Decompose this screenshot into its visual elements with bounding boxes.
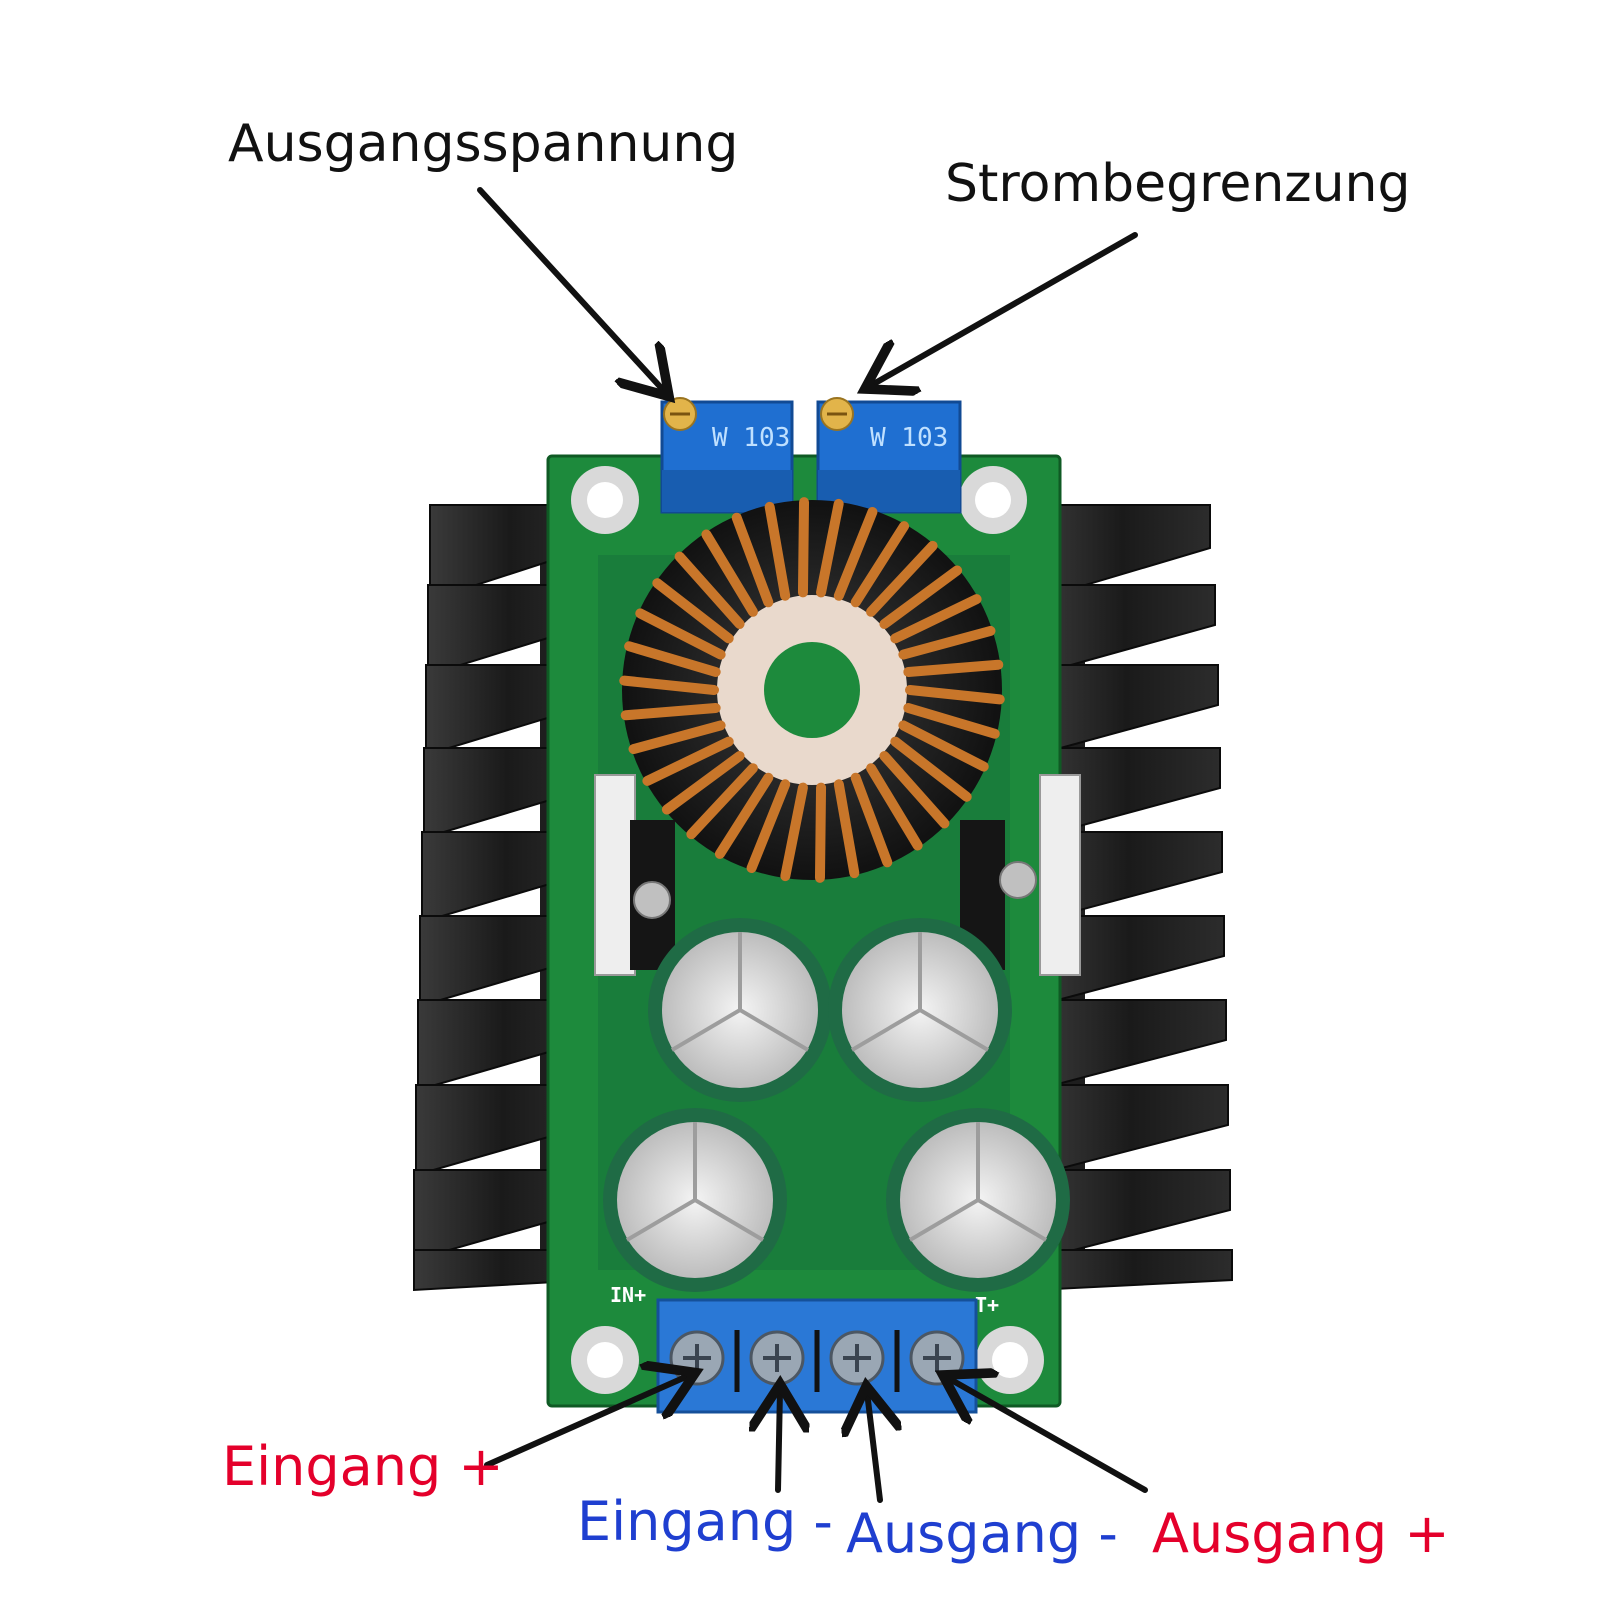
coil-winding — [674, 551, 745, 629]
potentiometer-current: W 103 — [816, 397, 962, 514]
silkscreen-out-plus: T+ — [975, 1293, 999, 1317]
coil-winding — [619, 675, 719, 695]
potentiometer-voltage: W 103 — [660, 397, 794, 514]
terminal-screw — [829, 1330, 885, 1386]
arrow-to-input-plus — [484, 1375, 690, 1468]
coil-winding — [866, 763, 923, 851]
capacitor — [648, 918, 832, 1102]
coil-winding — [890, 594, 982, 644]
coil-winding — [833, 779, 860, 879]
label-output-minus: Ausgang - — [846, 1502, 1118, 1565]
right-transistor — [960, 774, 1081, 976]
arrow-to-output-minus — [867, 1392, 880, 1503]
coil-winding — [624, 641, 721, 677]
coil-winding — [701, 529, 758, 617]
coil-winding — [635, 608, 726, 660]
coil-winding — [797, 497, 810, 598]
arrow-to-current-pot — [870, 232, 1138, 386]
capacitor — [603, 1108, 787, 1292]
coil-winding — [814, 782, 827, 883]
toroid-inductor — [619, 497, 1005, 883]
label-output-voltage: Ausgangsspannung — [228, 114, 739, 174]
label-input-plus: Eingang + — [222, 1435, 504, 1498]
coil-winding — [903, 703, 1000, 739]
arrow-to-voltage-pot — [477, 187, 665, 392]
coil-winding — [905, 685, 1005, 705]
label-output-plus: Ausgang + — [1152, 1502, 1450, 1565]
coil-winding — [898, 625, 996, 660]
coil-winding — [628, 720, 726, 755]
coil-winding — [731, 512, 774, 608]
pot-marking: W 103 — [870, 423, 948, 453]
coil-winding — [714, 772, 774, 859]
coil-winding — [890, 736, 972, 802]
arrow-to-input-minus — [778, 1390, 780, 1493]
coil-winding — [903, 659, 1004, 677]
screw-terminal-block — [656, 1298, 978, 1414]
silkscreen-in-plus: IN+ — [610, 1283, 646, 1307]
mounting-hole — [976, 1326, 1044, 1394]
mounting-hole — [571, 1326, 639, 1394]
coil-winding — [879, 565, 963, 629]
coil-winding — [661, 751, 745, 815]
coil-winding — [620, 703, 721, 721]
coil-winding — [764, 501, 791, 601]
coil-winding — [833, 506, 878, 601]
capacitor — [886, 1108, 1070, 1292]
label-input-minus: Eingang - — [577, 1490, 833, 1553]
pot-marking: W 103 — [712, 423, 790, 453]
coil-winding — [686, 763, 758, 840]
terminal-screw — [669, 1330, 725, 1386]
coil-winding — [866, 540, 938, 617]
capacitor — [828, 918, 1012, 1102]
coil-winding — [898, 720, 989, 772]
left-heatsink — [413, 504, 595, 1292]
label-current-limit: Strombegrenzung — [945, 154, 1411, 214]
coil-winding — [652, 578, 734, 644]
coil-winding — [816, 498, 844, 598]
left-transistor — [594, 774, 675, 976]
terminal-screw — [909, 1330, 965, 1386]
coil-winding — [642, 736, 734, 786]
arrow-to-output-plus — [948, 1378, 1148, 1493]
terminal-screw — [749, 1330, 805, 1386]
mounting-hole — [959, 466, 1027, 534]
coil-winding — [850, 772, 893, 868]
mounting-hole — [571, 466, 639, 534]
coil-winding — [780, 782, 808, 882]
coil-winding — [746, 779, 791, 874]
coil-winding — [879, 751, 950, 829]
coil-winding — [850, 521, 910, 608]
